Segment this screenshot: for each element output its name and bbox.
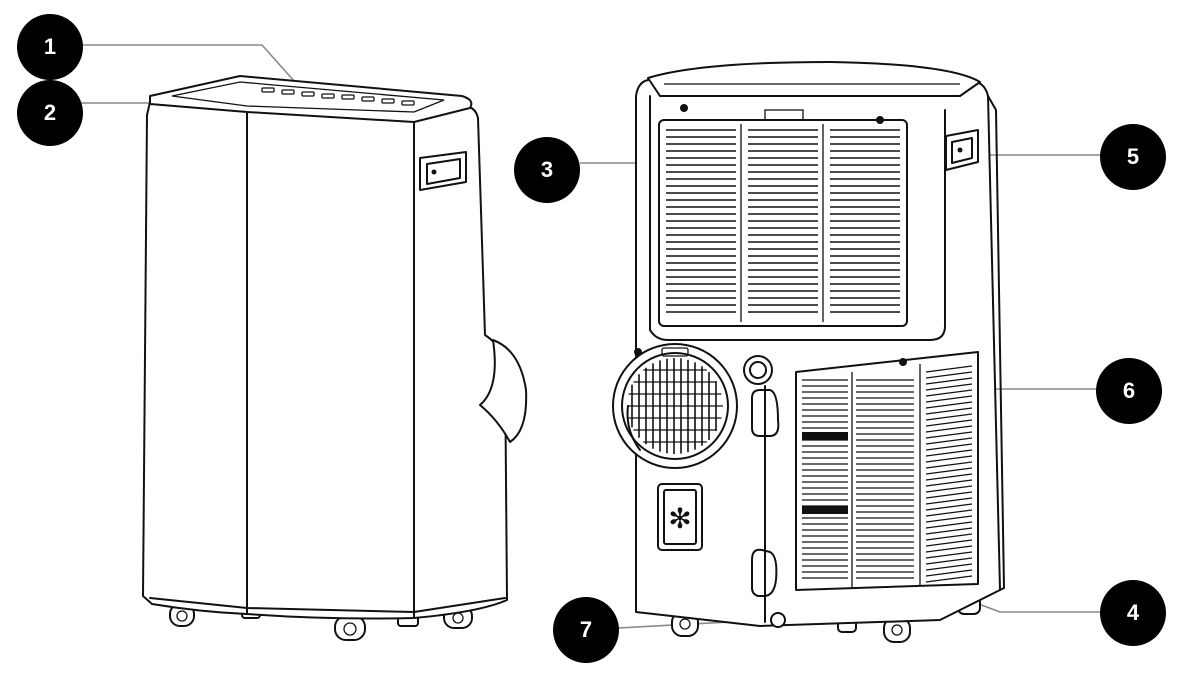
lower-air-inlet-grille <box>795 351 979 591</box>
louvre-slat <box>925 521 973 529</box>
louvre-slat <box>925 443 973 451</box>
round-port <box>743 355 773 385</box>
louvre-slat <box>925 545 973 553</box>
louvre-slat <box>925 551 973 559</box>
rear-view-unit: ✻ <box>612 61 1005 643</box>
cable-hook <box>479 339 528 443</box>
drain-plug <box>770 612 786 628</box>
rear-unit-handle <box>945 129 979 171</box>
front-unit-left-panel <box>142 101 248 615</box>
louvre-slat <box>925 479 973 487</box>
callout-4: 4 <box>1100 580 1166 646</box>
callout-6: 6 <box>1096 358 1162 424</box>
louvre-slat <box>925 491 973 499</box>
louvre-slat <box>925 539 973 547</box>
louvre-slat <box>925 575 973 583</box>
louvre-slat <box>925 527 973 535</box>
louvre-slat <box>925 431 973 439</box>
louvre-slat <box>925 455 973 463</box>
callout-1: 1 <box>17 14 83 80</box>
callout-5: 5 <box>1100 124 1166 190</box>
louvre-slat <box>925 449 973 457</box>
control-panel <box>261 87 415 106</box>
front-view-unit <box>142 75 528 641</box>
louvre-slat <box>925 377 973 385</box>
louvre-slat <box>925 515 973 523</box>
louvre-slat <box>925 437 973 445</box>
upper-air-inlet-grille <box>658 119 908 327</box>
front-unit-top <box>149 75 473 123</box>
power-cord <box>751 385 780 623</box>
louvre-slat <box>925 371 973 379</box>
louvre-slat <box>925 509 973 517</box>
louvre-slat <box>925 395 973 403</box>
louvre-slat <box>925 383 973 391</box>
louvre-slat <box>925 497 973 505</box>
grille-louvres <box>627 129 973 583</box>
louvre-slat <box>925 389 973 397</box>
louvre-slat <box>925 569 973 577</box>
louvre-slat <box>925 461 973 469</box>
callout-7: 7 <box>553 597 619 663</box>
louvre-slat <box>925 413 973 421</box>
louvre-slat <box>925 467 973 475</box>
front-unit-handle <box>419 151 467 191</box>
rear-unit-top <box>647 61 981 97</box>
callout-3: 3 <box>514 137 580 203</box>
louvre-slat <box>925 365 973 373</box>
callout-2: 2 <box>17 80 83 146</box>
front-unit-front-panel <box>246 109 415 620</box>
louvre-slat <box>925 557 973 565</box>
louvre-slat <box>925 425 973 433</box>
louvre-slat <box>925 419 973 427</box>
louvre-slat <box>925 533 973 541</box>
louvre-slat <box>925 563 973 571</box>
louvre-slat <box>925 401 973 409</box>
louvre-slat <box>925 473 973 481</box>
louvre-slat <box>925 503 973 511</box>
leader-line-4 <box>967 599 1102 613</box>
louvre-slat <box>925 485 973 493</box>
leader-line-1 <box>80 44 296 83</box>
louvre-slat <box>925 407 973 415</box>
fan-symbol-plate: ✻ <box>657 483 703 551</box>
svg-text:✻: ✻ <box>668 502 691 535</box>
